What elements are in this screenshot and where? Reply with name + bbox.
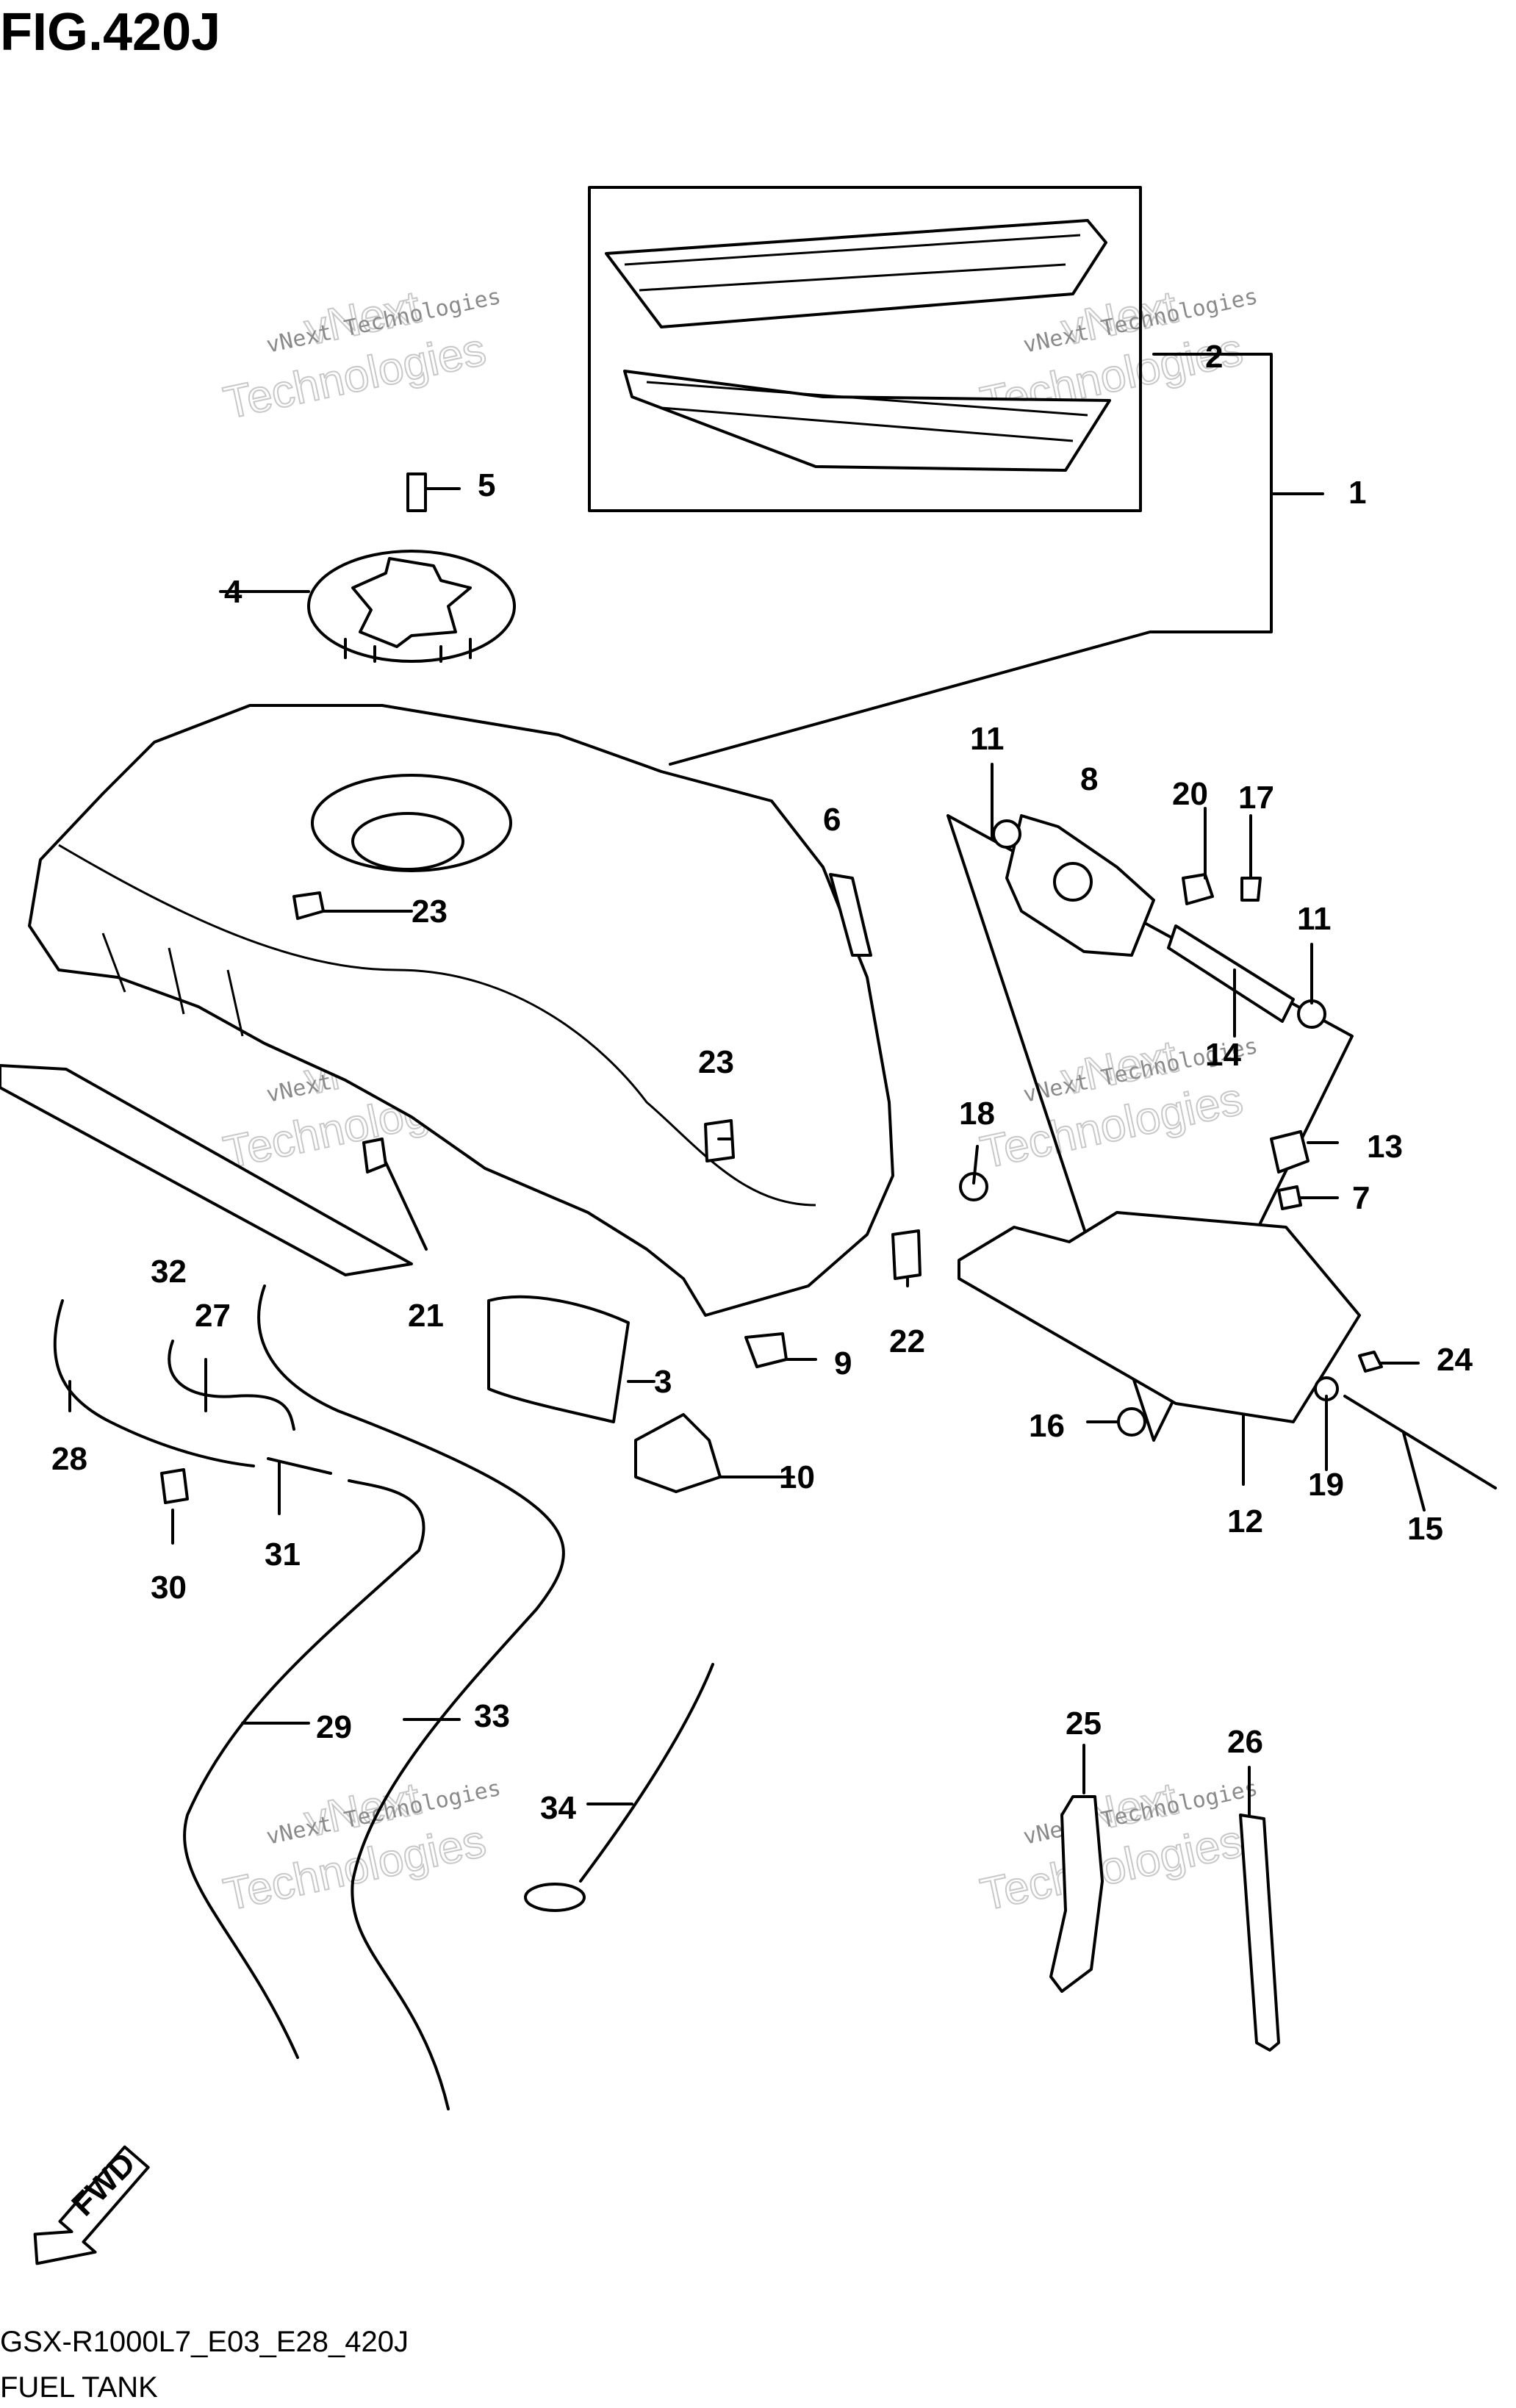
watermark-bottom-right: vNext Technologies vNext Technologies [976, 1772, 1260, 1921]
hose-group [53, 1284, 714, 2110]
drain-hose-ring [524, 1883, 586, 1912]
callout-24: 24 [1437, 1342, 1473, 1378]
bracket-plate-hole [1053, 862, 1093, 902]
bracket-nut-7 [1277, 1185, 1302, 1210]
clamp-leader-lines [1082, 1744, 1251, 1816]
callout-12: 12 [1227, 1503, 1263, 1539]
hose-28 [53, 1299, 255, 1467]
leader-lines-1-2 [669, 353, 1324, 766]
callout-13: 13 [1367, 1129, 1403, 1165]
callout-5: 5 [478, 467, 495, 503]
tank-cushion-9 [744, 1332, 788, 1368]
callout-20: 20 [1172, 776, 1208, 812]
forward-arrow-shape [33, 2145, 150, 2265]
footer-model-code: GSX-R1000L7_E03_E28_420J [0, 2326, 409, 2358]
callout-33: 33 [474, 1698, 510, 1734]
callout-28: 28 [51, 1441, 87, 1477]
drain-hose-34 [579, 1663, 714, 1883]
callout-9: 9 [834, 1345, 852, 1381]
callout-3: 3 [654, 1364, 672, 1400]
callout-labels: 1 2 3 4 5 6 7 8 9 10 11 11 12 13 14 15 1… [51, 339, 1473, 1826]
hose-clamp-30 [160, 1468, 189, 1504]
callout-26: 26 [1227, 1724, 1263, 1760]
bracket-bushing-20 [1182, 873, 1214, 905]
emblem-upper-part [605, 219, 1107, 328]
tank-small-leader-lines [322, 910, 909, 1478]
fuel-tank-brackets [101, 932, 244, 1037]
callout-11-left: 11 [970, 721, 1005, 757]
hose-27 [168, 1340, 295, 1431]
fuel-cap-assembly [219, 472, 516, 663]
forward-direction-arrow: FWD [33, 2145, 150, 2265]
bracket-nut-24 [1358, 1351, 1383, 1373]
fuel-pump-gasket-3 [487, 1295, 630, 1423]
callout-25: 25 [1066, 1706, 1102, 1742]
callout-21: 21 [408, 1298, 444, 1334]
callout-27: 27 [195, 1298, 231, 1334]
tank-bracket-assembly [946, 763, 1497, 1512]
callout-6: 6 [823, 802, 841, 838]
callout-1: 1 [1348, 475, 1366, 511]
emblem-lower-part [623, 370, 1111, 472]
callout-16: 16 [1029, 1408, 1065, 1444]
figure-title: FIG.420J [0, 3, 220, 62]
callout-4: 4 [224, 574, 243, 610]
tank-label-right [704, 1119, 735, 1162]
emblem-set-box [588, 186, 1324, 766]
watermark-top-left: vNext Technologies vNext Technologies [219, 281, 503, 429]
tank-protector-sheet [0, 1064, 413, 1276]
callout-8: 8 [1080, 761, 1098, 797]
callout-15: 15 [1407, 1511, 1443, 1547]
hose-leader-lines [68, 1358, 633, 1805]
callout-23-upper: 23 [412, 894, 448, 930]
emblem-box-frame [588, 186, 1142, 512]
callout-7: 7 [1352, 1180, 1370, 1216]
callout-10: 10 [779, 1459, 815, 1495]
bracket-frame-12 [958, 1211, 1361, 1423]
tank-label-22 [891, 1229, 922, 1280]
hose-29 [183, 1479, 425, 2059]
emblem-lower-stripes [646, 381, 1088, 442]
callout-32: 32 [151, 1254, 187, 1290]
callout-19: 19 [1308, 1467, 1344, 1503]
fuel-tank-filler-neck [351, 812, 464, 871]
tank-cushion-21 [362, 1137, 387, 1174]
callout-11-right: 11 [1297, 901, 1332, 937]
tank-seal-strip [829, 873, 872, 957]
callout-22: 22 [889, 1323, 925, 1359]
fuel-tank [0, 704, 894, 1317]
clamp-group [1049, 1744, 1280, 2052]
tank-small-parts [292, 873, 922, 1493]
fuel-tank-body [28, 704, 894, 1317]
footer-section-name: FUEL TANK [0, 2371, 158, 2404]
tie-strap-26 [1239, 1814, 1280, 2052]
callout-2: 2 [1205, 339, 1223, 375]
bracket-bolt-16 [1117, 1407, 1146, 1437]
callout-30: 30 [151, 1570, 187, 1606]
hose-joint-31 [267, 1457, 332, 1475]
bracket-leader-lines [972, 763, 1426, 1512]
bracket-bolt-15 [1343, 1395, 1497, 1489]
callout-17: 17 [1238, 780, 1274, 816]
bracket-shaft-14 [1167, 924, 1295, 1023]
leader-lines-4-5 [219, 487, 461, 593]
bracket-collar-11b [1297, 999, 1326, 1029]
callout-34: 34 [540, 1790, 576, 1826]
bracket-bolt-17 [1240, 877, 1262, 902]
hose-33 [257, 1284, 565, 2110]
fuel-cap-bolt [406, 472, 427, 512]
callout-23-lower: 23 [698, 1044, 734, 1080]
fuel-cap-pins [344, 638, 472, 663]
bracket-collar-11a [992, 819, 1021, 849]
callout-14: 14 [1205, 1037, 1241, 1073]
clamp-25 [1049, 1795, 1104, 1993]
callout-18: 18 [959, 1096, 995, 1132]
tank-damper-10 [634, 1413, 722, 1493]
emblem-upper-stripes [624, 234, 1081, 292]
fuel-cap-cross [351, 557, 472, 648]
bracket-clip-13 [1270, 1130, 1310, 1174]
callout-29: 29 [316, 1709, 352, 1745]
callout-31: 31 [265, 1537, 301, 1573]
